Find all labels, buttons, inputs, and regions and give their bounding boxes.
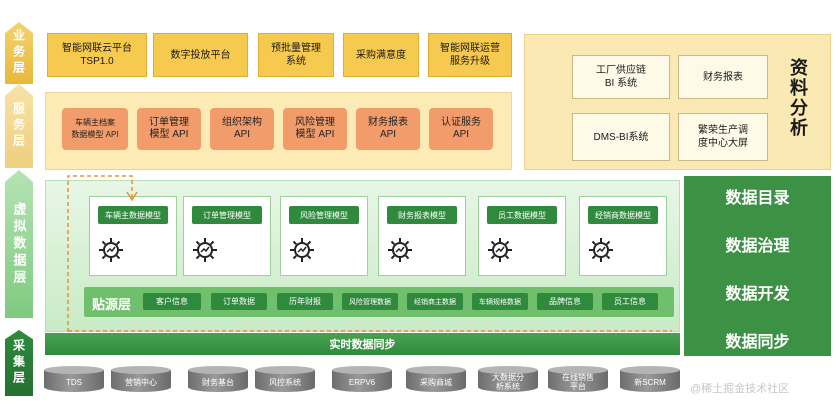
model-card-order: 订单管理模型 — [183, 196, 271, 276]
analysis-title: 资料分析 — [788, 58, 808, 138]
database-cylinder-icon: 在线销售 平台 — [548, 366, 608, 394]
collect-system-label: 风控系统 — [269, 377, 301, 387]
business-box-digital-ads: 数字投放平台 — [153, 33, 248, 77]
database-cylinder-icon: TDS — [44, 366, 104, 394]
layer-label-business: 业务层 — [5, 22, 33, 84]
collect-system-label: TDS — [66, 377, 82, 387]
source-item: 员工信息 — [602, 293, 658, 310]
model-card-risk: 风险管理模型 — [280, 196, 368, 276]
model-card-finance: 财务报表模型 — [378, 196, 466, 276]
database-cylinder-icon: 采购商城 — [406, 366, 466, 394]
source-item: 品牌信息 — [537, 293, 593, 310]
source-item: 风险管理数据 — [342, 293, 398, 310]
analysis-box-finance-report: 财务报表 — [678, 55, 768, 99]
source-item: 订单数据 — [211, 293, 267, 310]
governance-item-sync: 数据同步 — [725, 334, 790, 351]
layer-label-service: 服务层 — [5, 84, 33, 168]
business-box-procurement-satisfaction: 采购满意度 — [343, 33, 419, 77]
source-layer-label: 贴源层 — [92, 297, 132, 312]
business-box-tsp: 智能网联云平台 TSP1.0 — [47, 33, 147, 77]
governance-item-governance: 数据治理 — [725, 238, 790, 255]
gear-icon — [388, 238, 412, 262]
layer-label-collect: 采集层 — [5, 330, 33, 396]
api-box-order: 订单管理 模型 API — [137, 108, 201, 150]
database-cylinder-icon: 风控系统 — [255, 366, 315, 394]
analysis-box-dms-bi: DMS-BI系统 — [572, 113, 670, 161]
dashed-flow-line — [67, 175, 138, 338]
business-box-connected-ops: 智能网联运营 服务升级 — [428, 33, 512, 77]
model-tag: 员工数据模型 — [487, 206, 557, 224]
business-box-pre-batch: 预批量管理 系统 — [258, 33, 334, 77]
watermark: @稀土掘金技术社区 — [690, 383, 790, 395]
database-cylinder-icon: ERPV6 — [332, 366, 392, 394]
collect-system-label: ERPV6 — [348, 377, 376, 387]
database-cylinder-icon: 财务基台 — [188, 366, 248, 394]
database-cylinder-icon: 新SCRM — [620, 366, 680, 394]
gear-icon — [589, 238, 613, 262]
analysis-box-production-dashboard: 繁荣生产调 度中心大屏 — [678, 113, 768, 161]
api-box-auth: 认证服务 API — [429, 108, 493, 150]
gear-icon — [488, 238, 512, 262]
source-item: 客户信息 — [143, 293, 201, 310]
model-tag: 财务报表模型 — [387, 206, 457, 224]
gear-icon — [290, 238, 314, 262]
governance-item-development: 数据开发 — [725, 286, 790, 303]
gear-icon — [193, 238, 217, 262]
collect-system-label: 采购商城 — [420, 377, 452, 387]
collect-system-label: 大数据分 析系统 — [492, 373, 524, 391]
governance-item-catalog: 数据目录 — [725, 190, 790, 207]
model-card-vehicle: 车辆主数据模型 — [89, 196, 177, 276]
model-tag: 经销商数据模型 — [588, 206, 658, 224]
collect-system-label: 财务基台 — [202, 377, 234, 387]
source-item: 历年财报 — [277, 293, 333, 310]
source-item: 经销商主数据 — [407, 293, 463, 310]
api-box-vehicle-master: 车辆主档案 数据模型 API — [62, 108, 128, 150]
model-tag: 订单管理模型 — [192, 206, 262, 224]
api-box-finance: 财务报表 API — [356, 108, 420, 150]
api-box-org: 组织架构 API — [210, 108, 274, 150]
model-card-dealer: 经销商数据模型 — [579, 196, 667, 276]
dashed-flow-line-bottom — [68, 330, 672, 332]
collect-system-label: 新SCRM — [634, 377, 666, 387]
collect-system-label: 在线销售 平台 — [562, 373, 594, 391]
collect-system-label: 营销中心 — [125, 377, 157, 387]
database-cylinder-icon: 营销中心 — [111, 366, 171, 394]
model-card-employee: 员工数据模型 — [478, 196, 566, 276]
model-tag: 车辆主数据模型 — [98, 206, 168, 224]
database-cylinder-icon: 大数据分 析系统 — [478, 366, 538, 394]
analysis-box-supply-chain-bi: 工厂供应链 BI 系统 — [572, 55, 670, 99]
layer-label-virtual-data: 虚拟数据层 — [5, 170, 33, 318]
model-tag: 风险管理模型 — [289, 206, 359, 224]
api-box-risk: 风险管理 模型 API — [283, 108, 347, 150]
governance-panel — [684, 176, 831, 356]
source-item: 车辆规格数据 — [472, 293, 528, 310]
realtime-sync-bar: 实时数据同步 — [45, 333, 680, 355]
gear-icon — [99, 238, 123, 262]
